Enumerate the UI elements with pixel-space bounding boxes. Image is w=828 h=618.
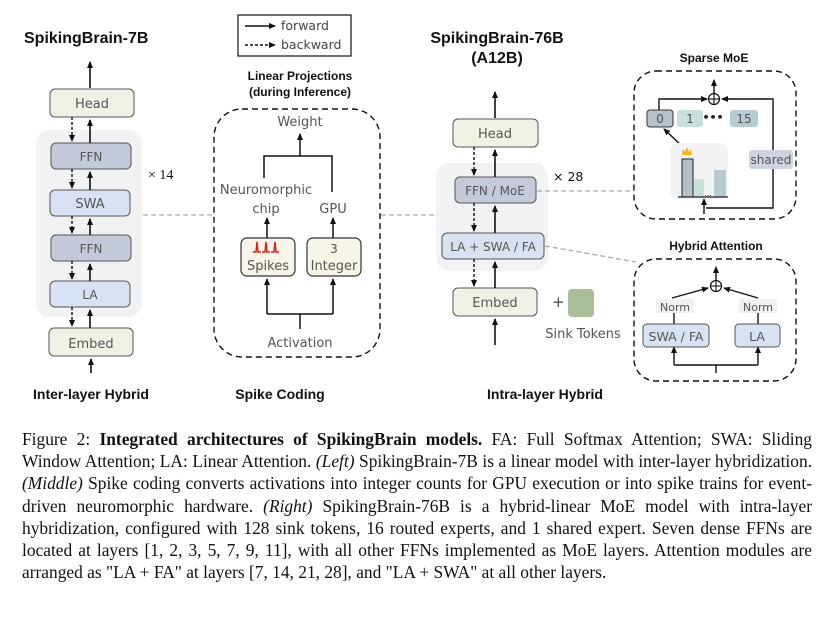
svg-text:Spikes: Spikes (247, 259, 289, 274)
svg-text:3: 3 (330, 242, 338, 256)
left-embed-block: Embed (48, 327, 134, 357)
svg-text:Norm: Norm (660, 301, 690, 314)
hybrid-attention-box (633, 258, 797, 382)
left-ffn-block-2: FFN (50, 234, 132, 262)
router-scores-chart: ... (670, 143, 728, 199)
legend-forward: forward (281, 18, 329, 33)
svg-text:Embed: Embed (472, 296, 517, 311)
svg-text:15: 15 (736, 112, 751, 126)
middle-heading-line1: Linear Projections (248, 69, 353, 83)
caption-title: Integrated architectures of SpikingBrain… (99, 429, 483, 449)
svg-text:LA: LA (749, 329, 765, 344)
figure-caption: Figure 2: Integrated architectures of Sp… (22, 428, 812, 583)
expert-15: 15 (730, 110, 758, 127)
caption-middle-tag: (Middle) (22, 473, 83, 494)
swa-fa-block: SWA / FA (642, 323, 710, 348)
sparse-moe-box (633, 70, 797, 220)
spikes-block: Spikes (240, 237, 296, 277)
crown-icon (682, 147, 692, 155)
svg-text:FFN: FFN (80, 150, 103, 164)
gpu-label: GPU (319, 202, 346, 217)
middle-subtitle: Spike Coding (235, 386, 324, 402)
left-la-block: LA (49, 280, 131, 308)
caption-right-tag: (Right) (263, 495, 313, 516)
norm-right: Norm (739, 299, 777, 314)
activation-split-lines (264, 278, 336, 329)
sparse-moe-title: Sparse MoE (680, 51, 749, 65)
la-block: LA (734, 323, 781, 348)
svg-text:LA + SWA / FA: LA + SWA / FA (450, 240, 536, 254)
right-repeat-count: × 28 (553, 169, 583, 184)
caption-text: FA: Full Softmax Attention; SWA: Sliding… (22, 429, 812, 472)
caption-text: Spike coding converts activations into i… (22, 473, 812, 516)
right-embed-block: Embed (452, 287, 538, 317)
router-bar (694, 179, 704, 197)
architecture-diagram: SpikingBrain-7B Head FFN SWA FFN LA Embe… (24, 14, 797, 402)
neuromorphic-label-line2: chip (252, 202, 279, 217)
expert-1: 1 (677, 110, 703, 127)
norm-left: Norm (656, 299, 694, 314)
hybrid-attention-title: Hybrid Attention (669, 239, 763, 253)
caption-label: Figure 2: (22, 429, 91, 449)
svg-text:SWA: SWA (75, 197, 104, 212)
left-forward-arrows (87, 119, 94, 373)
svg-text:Norm: Norm (743, 301, 773, 314)
neuromorphic-label-line1: Neuromorphic (220, 183, 312, 198)
integer-block: 3 Integer (306, 237, 362, 277)
right-head-block: Head (452, 118, 539, 148)
sink-token-icon (568, 289, 594, 317)
legend: forward backward (237, 14, 352, 57)
shared-expert: shared (749, 150, 793, 169)
weight-merge-lines (263, 133, 333, 192)
spike-train-icon (253, 241, 279, 253)
left-subtitle: Inter-layer Hybrid (33, 386, 149, 402)
caption-text: SpikingBrain-7B is a linear model with i… (354, 451, 813, 472)
left-swa-block: SWA (49, 189, 131, 217)
svg-text:Head: Head (75, 97, 109, 112)
left-model-title: SpikingBrain-7B (24, 30, 148, 47)
svg-text:FFN / MoE: FFN / MoE (465, 184, 525, 198)
caption-left-tag: (Left) (315, 451, 355, 472)
up-to-targets-arrows (264, 217, 336, 238)
plus-sign: + (552, 293, 565, 311)
svg-text:FFN: FFN (80, 242, 103, 256)
attention-connector (544, 245, 637, 263)
right-model-title-line2: (A12B) (471, 50, 523, 67)
left-repeat-count: × 14 (148, 168, 173, 183)
svg-text:...: ... (704, 189, 712, 198)
sum-icon (707, 92, 721, 106)
left-head-block: Head (49, 88, 135, 118)
svg-text:Embed: Embed (68, 337, 113, 352)
svg-text:LA: LA (82, 288, 98, 302)
svg-text:SWA / FA: SWA / FA (649, 329, 704, 344)
sink-tokens-label: Sink Tokens (545, 327, 621, 342)
attention-sum-icon (709, 279, 723, 293)
expert-0: 0 (646, 109, 674, 128)
attention-block: LA + SWA / FA (441, 232, 545, 260)
svg-text:0: 0 (656, 112, 664, 126)
legend-backward: backward (281, 37, 341, 52)
attention-lines (671, 266, 761, 373)
svg-text:Head: Head (478, 127, 512, 142)
svg-text:1: 1 (686, 112, 694, 126)
right-model-title-line1: SpikingBrain-76B (430, 30, 563, 47)
expert-ellipsis: ••• (702, 111, 723, 124)
activation-label: Activation (267, 336, 332, 351)
spike-coding-box (213, 108, 381, 358)
router-bar-top (681, 158, 694, 198)
svg-text:Integer: Integer (311, 259, 358, 274)
router-bar (714, 170, 726, 197)
weight-label: Weight (277, 115, 322, 130)
caption-text: SpikingBrain-76B is a hybrid-linear MoE … (22, 495, 813, 583)
ffn-moe-block: FFN / MoE (454, 176, 537, 204)
right-subtitle: Intra-layer Hybrid (487, 386, 603, 402)
left-ffn-block-1: FFN (50, 142, 132, 170)
middle-heading-line2: (during Inference) (249, 85, 351, 99)
svg-text:shared: shared (751, 153, 792, 167)
